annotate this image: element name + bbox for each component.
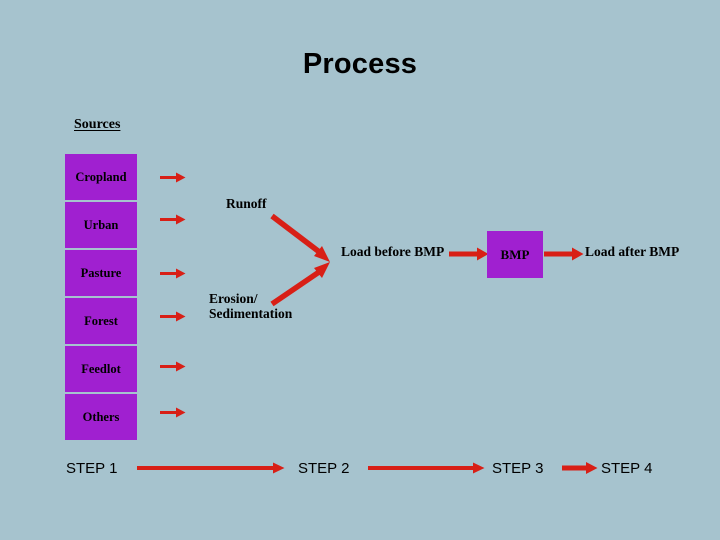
arrow-right-icon-from-bmp bbox=[544, 247, 584, 261]
source-box-label: Urban bbox=[83, 217, 119, 232]
bmp-box-label: BMP bbox=[500, 246, 530, 262]
arrow-right-icon-step1-step2 bbox=[137, 462, 285, 474]
converging-arrows-group bbox=[270, 213, 330, 307]
step-label-2: STEP 2 bbox=[298, 460, 350, 477]
arrow-right-icon-to-bmp bbox=[449, 247, 489, 261]
source-box-pasture[interactable]: Pasture bbox=[65, 250, 137, 296]
source-box-label: Feedlot bbox=[81, 361, 121, 376]
load-after-bmp-label: Load after BMP bbox=[585, 244, 680, 259]
bmp-box[interactable]: BMP bbox=[487, 231, 543, 278]
sources-box-stack: Cropland Urban Pasture Forest Feedlot Ot… bbox=[65, 154, 137, 442]
arrow-right-icon-step2-step3 bbox=[368, 462, 485, 474]
arrow-right-icon-cropland bbox=[160, 172, 186, 183]
step-label-4: STEP 4 bbox=[601, 460, 653, 477]
source-box-label: Pasture bbox=[80, 265, 122, 280]
arrow-right-icon-others bbox=[160, 407, 186, 418]
source-box-label: Others bbox=[82, 409, 120, 424]
step-label-3: STEP 3 bbox=[492, 460, 544, 477]
arrow-right-icon-urban bbox=[160, 214, 186, 225]
load-before-bmp-label: Load before BMP bbox=[341, 244, 445, 259]
arrow-right-icon-step3-step4 bbox=[562, 462, 598, 474]
step-label-1: STEP 1 bbox=[66, 460, 118, 477]
source-box-others[interactable]: Others bbox=[65, 394, 137, 440]
source-box-cropland[interactable]: Cropland bbox=[65, 154, 137, 200]
source-box-label: Cropland bbox=[75, 169, 127, 184]
source-box-urban[interactable]: Urban bbox=[65, 202, 137, 248]
page-title: Process bbox=[302, 48, 418, 80]
sources-heading: Sources bbox=[74, 117, 121, 132]
source-box-feedlot[interactable]: Feedlot bbox=[65, 346, 137, 392]
erosion-sedimentation-label: Erosion/ Sedimentation bbox=[209, 291, 292, 321]
source-box-forest[interactable]: Forest bbox=[65, 298, 137, 344]
runoff-label: Runoff bbox=[226, 196, 267, 211]
arrow-right-icon-forest bbox=[160, 311, 186, 322]
arrow-right-icon-pasture bbox=[160, 268, 186, 279]
erosion-label-line2: Sedimentation bbox=[209, 306, 293, 321]
arrow-right-icon-feedlot bbox=[160, 361, 186, 372]
erosion-label-line1: Erosion/ bbox=[209, 291, 258, 306]
arrow-diagonal-up-icon bbox=[270, 262, 330, 307]
source-box-label: Forest bbox=[84, 313, 118, 328]
arrow-diagonal-down-icon bbox=[270, 213, 330, 262]
